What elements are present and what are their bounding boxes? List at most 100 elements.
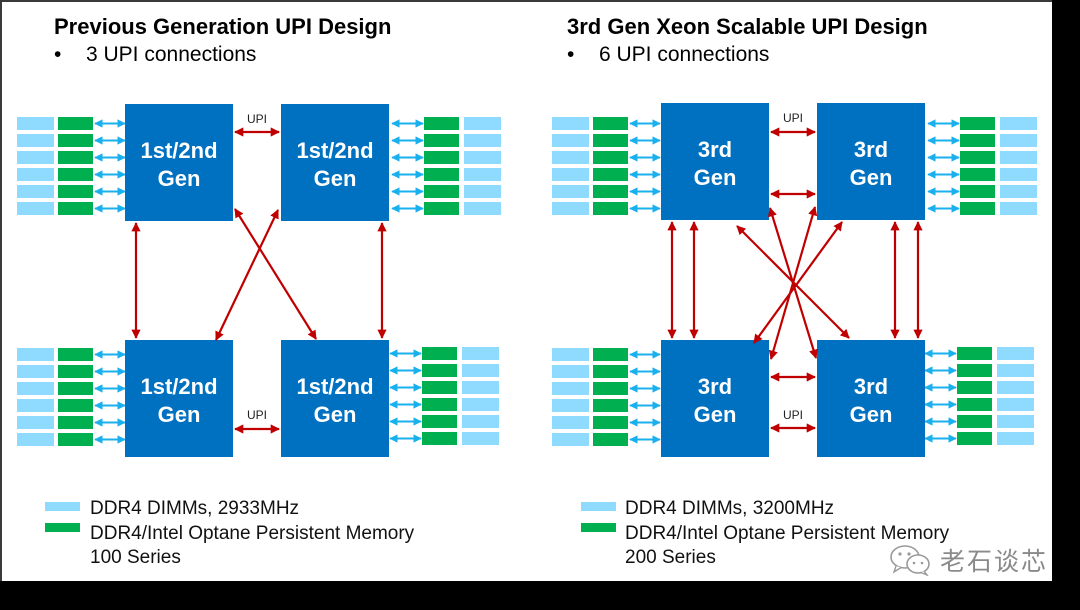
memory-bank-br-optane [422,432,457,445]
memory-bank-bl-dimm [17,416,54,429]
memory-bank-tl-dimm [552,151,589,164]
memory-bank-tr-optane [960,185,995,198]
memory-bank-bl-dimm [552,399,589,412]
memory-bank-br-dimm [462,415,499,428]
upi-link-diagonal-4 [753,221,843,344]
upi-label-left-top: UPI [247,112,267,126]
memory-bank-tl-dimm [552,202,589,215]
cpu-chip-bl [125,340,233,457]
memory-bank-br-optane [957,398,992,411]
watermark: 老石谈芯 [888,543,1048,577]
memory-bank-tr-optane [424,168,459,181]
memory-bank-tr-optane [424,202,459,215]
chip-label-tl-line1: 1st/2nd [140,138,217,163]
memory-bank-tr-optane [424,117,459,130]
wechat-icon [890,545,930,576]
memory-bank-tl-optane [593,117,628,130]
memory-bank-br-optane [957,364,992,377]
chip-label-br-line1: 1st/2nd [296,374,373,399]
cpu-chip-tl [661,103,769,220]
memory-bank-br-dimm [997,381,1034,394]
bullet-dot: • [567,43,575,66]
right-chip-labels: 3rd Gen 3rd Gen 3rd Gen 3rd Gen [694,137,893,427]
memory-bank-br-optane [422,415,457,428]
memory-bank-tr-optane [960,202,995,215]
memory-bank-tr-dimm [1000,134,1037,147]
memory-bank-br-optane [422,398,457,411]
memory-bank-tl-optane [593,202,628,215]
memory-bank-tl-dimm [17,202,54,215]
memory-bank-br-dimm [462,347,499,360]
memory-bank-bl-optane [593,365,628,378]
cpu-chip-bl [661,340,769,457]
memory-bank-bl-dimm [17,348,54,361]
memory-bank-br-dimm [997,364,1034,377]
memory-bank-bl-optane [593,399,628,412]
chip-label-tl-line2: Gen [694,165,737,190]
memory-bank-bl-optane [58,365,93,378]
memory-bank-br-dimm [997,415,1034,428]
right-bullet-text: 6 UPI connections [599,43,770,66]
memory-bank-tr-dimm [464,202,501,215]
slide: Previous Generation UPI Design • 3 UPI co… [0,0,1052,581]
cpu-chip-br [281,340,389,457]
memory-bank-br-dimm [997,347,1034,360]
upi-link-diagonal-2 [215,209,279,341]
memory-bank-tr-dimm [1000,185,1037,198]
memory-bank-tr-dimm [1000,202,1037,215]
memory-bank-tl-dimm [552,185,589,198]
bullet-dot: • [54,43,62,66]
memory-bank-tl-optane [593,134,628,147]
memory-bank-tr-dimm [464,151,501,164]
memory-bank-tr-optane [424,185,459,198]
legend-swatch-optane-right [581,523,616,532]
left-chip-labels: 1st/2nd Gen 1st/2nd Gen 1st/2nd Gen 1st/… [140,138,373,427]
memory-bank-tr-optane [960,134,995,147]
legend-label-optane-left-series: 100 Series [90,547,181,568]
legend-label-optane-right-series: 200 Series [625,547,716,568]
upi-label-left-bottom: UPI [247,408,267,422]
chip-label-br-line1: 3rd [854,374,888,399]
left-diagram [17,104,501,457]
memory-bank-bl-optane [58,433,93,446]
cpu-chip-tl [125,104,233,221]
memory-bank-bl-optane [58,399,93,412]
memory-bank-br-dimm [462,364,499,377]
memory-bank-tr-optane [960,117,995,130]
chip-label-tr-line1: 1st/2nd [296,138,373,163]
memory-bank-tr-dimm [464,168,501,181]
memory-bank-tr-dimm [1000,117,1037,130]
left-panel-title: Previous Generation UPI Design [54,14,392,39]
right-diagram [552,103,1037,457]
legend-swatch-optane-left [45,523,80,532]
right-panel-title: 3rd Gen Xeon Scalable UPI Design [567,14,928,39]
left-bullet-text: 3 UPI connections [86,43,257,66]
memory-bank-bl-dimm [552,382,589,395]
chip-label-bl-line2: Gen [158,402,201,427]
memory-bank-tl-optane [593,151,628,164]
memory-bank-br-dimm [997,432,1034,445]
chip-label-bl-line2: Gen [694,402,737,427]
memory-bank-bl-dimm [17,382,54,395]
memory-bank-bl-optane [58,416,93,429]
memory-bank-bl-optane [58,382,93,395]
memory-bank-tr-dimm [464,185,501,198]
memory-bank-tr-optane [424,134,459,147]
memory-bank-bl-optane [593,382,628,395]
memory-bank-bl-dimm [17,433,54,446]
cpu-chip-br [817,340,925,457]
upi-labels: UPI UPI UPI UPI [247,111,803,422]
chip-label-br-line2: Gen [314,402,357,427]
memory-bank-bl-dimm [552,365,589,378]
memory-bank-bl-dimm [17,365,54,378]
right-panel-bullet: • 6 UPI connections [567,43,769,67]
memory-bank-br-optane [422,381,457,394]
chip-label-tr-line1: 3rd [854,137,888,162]
memory-bank-tl-optane [593,168,628,181]
chip-label-tr-line2: Gen [314,166,357,191]
memory-bank-tl-optane [58,117,93,130]
memory-bank-bl-dimm [552,348,589,361]
legend-swatch-dimm-left [45,502,80,511]
memory-bank-tl-optane [58,202,93,215]
